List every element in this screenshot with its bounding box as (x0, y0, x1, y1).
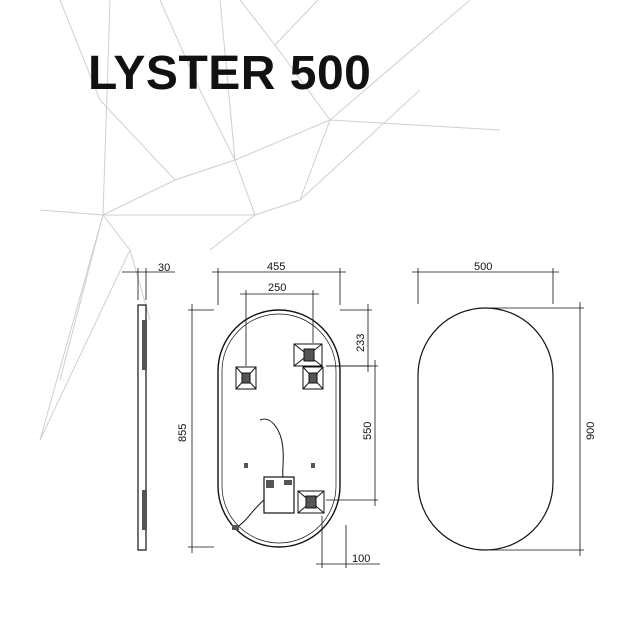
front-view (412, 268, 584, 556)
dim-back-height: 855 (177, 424, 189, 442)
side-profile (137, 304, 147, 551)
bracket-upper-side (293, 343, 323, 367)
dim-top-offset: 233 (355, 334, 367, 352)
dim-bracket-spacing: 250 (268, 282, 286, 294)
back-view (188, 268, 380, 568)
bracket-top-left (235, 366, 257, 390)
back-outline (217, 309, 341, 548)
dim-front-height: 900 (585, 422, 597, 440)
bracket-top-right (302, 366, 324, 390)
dim-bottom-offset: 100 (352, 553, 370, 565)
bracket-bottom (297, 490, 325, 514)
dim-back-width: 455 (267, 261, 285, 273)
side-view (122, 268, 175, 551)
front-outline (417, 307, 554, 551)
driver-box (263, 476, 295, 514)
product-title: LYSTER 500 (88, 47, 372, 100)
dim-depth: 30 (158, 262, 170, 274)
dim-bracket-vertical: 550 (362, 422, 374, 440)
dim-front-width: 500 (474, 261, 492, 273)
